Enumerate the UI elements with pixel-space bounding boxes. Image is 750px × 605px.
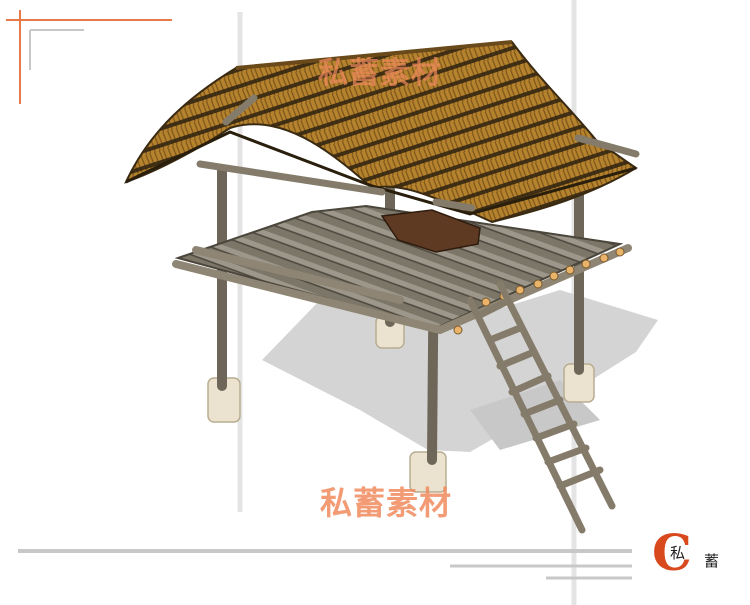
ground-shadow [262, 290, 658, 452]
brand-logo: C 私 蓄 [652, 528, 732, 582]
watermark-bottom: 私蓄素材 [320, 484, 453, 522]
watermark-top: 私蓄素材 [318, 56, 442, 91]
logo-mark: C [652, 523, 692, 582]
roof-beams [196, 94, 640, 212]
ladder [466, 280, 616, 534]
roof-edge [125, 130, 637, 216]
logo-char-2: 蓄 [704, 552, 720, 570]
roof-ridge [235, 40, 513, 70]
floor-beams [172, 244, 632, 334]
logo-char-1: 私 [670, 544, 686, 562]
floor-box [380, 209, 481, 253]
thatch-roof [124, 40, 638, 224]
